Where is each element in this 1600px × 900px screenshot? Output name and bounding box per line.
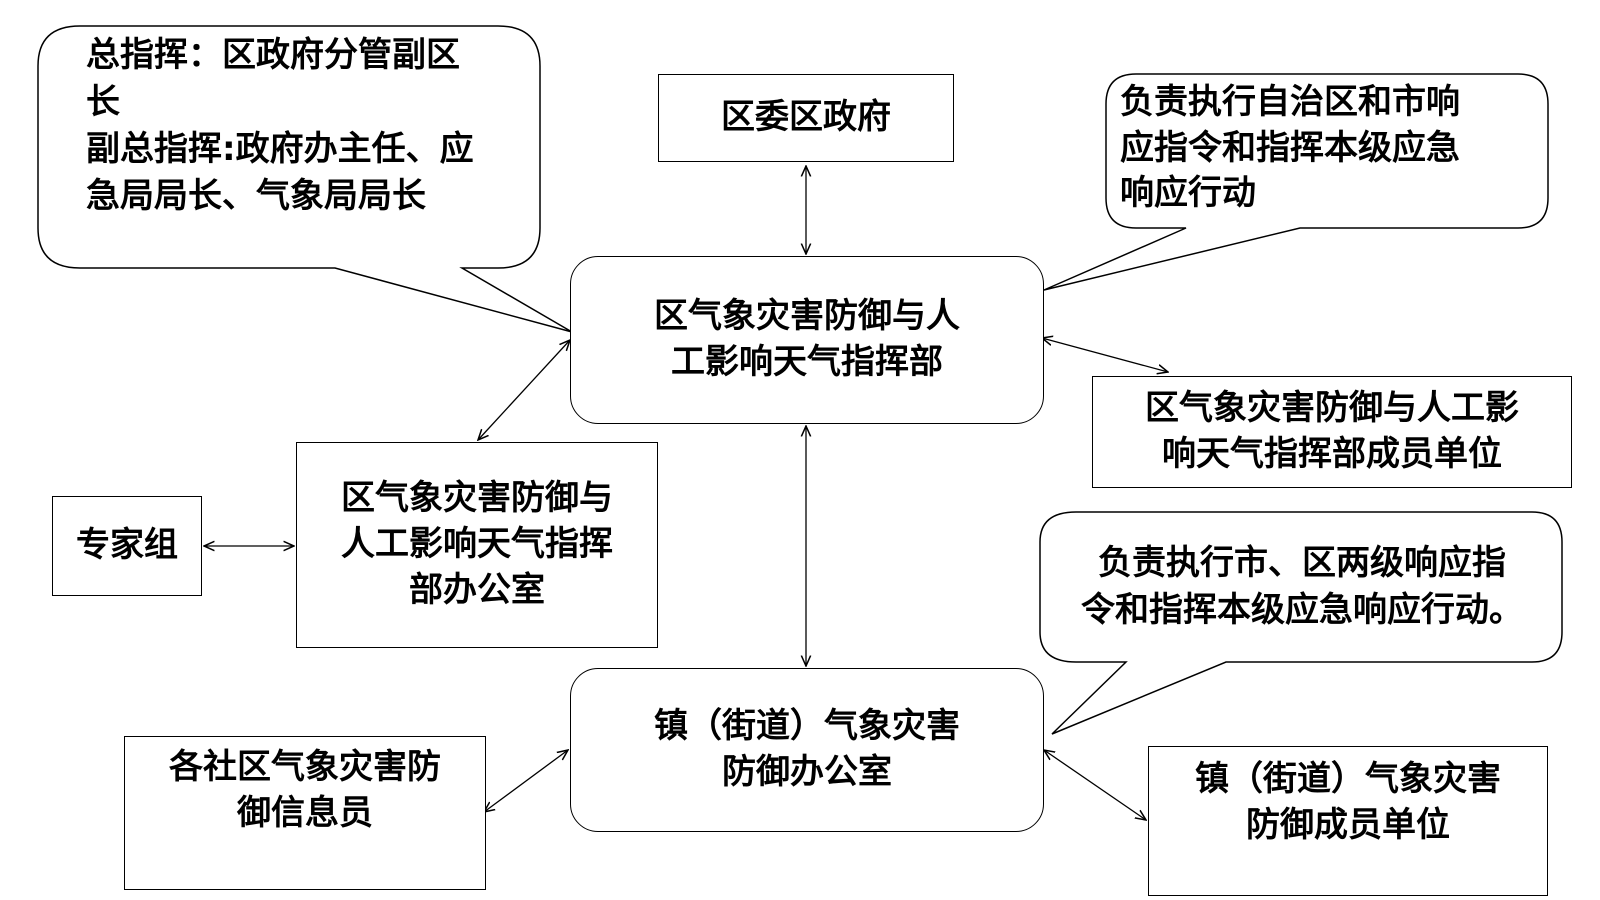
node-town-office-line-1: 镇（街道）气象灾害: [654, 706, 960, 747]
node-headquarters-line-1: 区气象灾害防御与人: [654, 296, 960, 337]
link-town-office-informants: [484, 750, 568, 812]
callout-hq-duty-line-2: 应指令和指挥本级应急: [1120, 127, 1460, 168]
link-hq-office: [478, 340, 570, 440]
link-town-office-members: [1044, 750, 1146, 820]
node-town-office-line-2: 防御办公室: [722, 752, 892, 792]
node-expert-group-label: 专家组: [76, 525, 178, 566]
node-community-informants: 各社区气象灾害防 御信息员: [124, 736, 486, 890]
node-community-informants-line-1: 各社区气象灾害防: [169, 747, 441, 787]
callout-hq-duty-shape: [1043, 73, 1549, 291]
callout-leadership-line-2: 长: [86, 81, 120, 122]
node-hq-office-line-3: 部办公室: [409, 569, 545, 610]
node-hq-member-units: 区气象灾害防御与人工影 响天气指挥部成员单位: [1092, 376, 1572, 488]
node-town-member-units-line-1: 镇（街道）气象灾害: [1195, 759, 1501, 799]
callout-hq-duty-line-1: 负责执行自治区和市响: [1120, 82, 1460, 122]
callout-town-duty-line-2: 令和指挥本级应急响应行动。: [1081, 589, 1523, 630]
node-headquarters-line-2: 工影响天气指挥部: [671, 342, 943, 382]
node-hq-member-units-line-2: 响天气指挥部成员单位: [1162, 434, 1502, 474]
node-expert-group: 专家组: [52, 496, 202, 596]
callout-leadership-line-1: 总指挥：区政府分管副区: [86, 35, 460, 75]
node-headquarters: 区气象灾害防御与人 工影响天气指挥部: [570, 256, 1044, 424]
node-town-member-units-line-2: 防御成员单位: [1246, 804, 1450, 845]
callout-town-duty-line-1: 负责执行市、区两级响应指: [1098, 543, 1506, 583]
node-district-committee: 区委区政府: [658, 74, 954, 162]
callout-leadership-shape: [37, 25, 573, 333]
node-hq-office-line-2: 人工影响天气指挥: [341, 524, 613, 565]
callout-hq-duty-line-3: 响应行动: [1120, 173, 1256, 214]
callout-leadership-line-3: 副总指挥:政府办主任、应: [86, 128, 474, 169]
node-community-informants-line-2: 御信息员: [237, 792, 373, 833]
callout-hq-duty: 负责执行自治区和市响 应指令和指挥本级应急 响应行动: [1120, 80, 1460, 217]
node-hq-member-units-line-1: 区气象灾害防御与人工影: [1145, 388, 1519, 429]
callout-town-duty: 负责执行市、区两级响应指 令和指挥本级应急响应行动。: [1044, 540, 1560, 634]
node-district-committee-label: 区委区政府: [721, 97, 891, 138]
callout-leadership: 总指挥：区政府分管副区 长 副总指挥:政府办主任、应 急局局长、气象局局长: [86, 32, 474, 220]
callout-leadership-line-4: 急局局长、气象局局长: [86, 175, 426, 216]
node-hq-office: 区气象灾害防御与 人工影响天气指挥 部办公室: [296, 442, 658, 648]
callout-town-duty-shape: [1039, 511, 1563, 735]
link-hq-members: [1042, 338, 1168, 372]
node-hq-office-line-1: 区气象灾害防御与: [341, 478, 613, 519]
node-town-member-units: 镇（街道）气象灾害 防御成员单位: [1148, 746, 1548, 896]
node-town-office: 镇（街道）气象灾害 防御办公室: [570, 668, 1044, 832]
